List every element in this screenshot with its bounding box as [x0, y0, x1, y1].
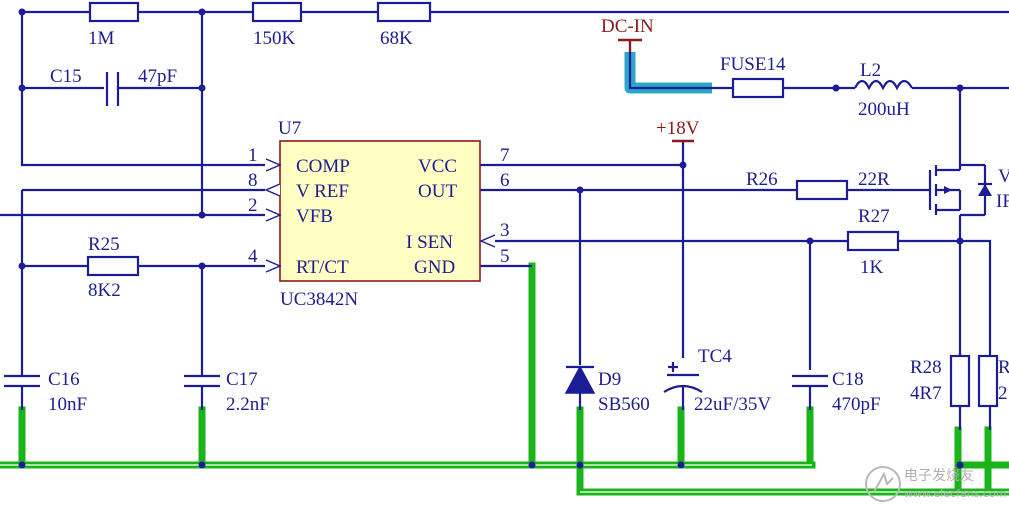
- mosfet-ref: V: [998, 166, 1009, 187]
- pin-comp-marker: [265, 158, 282, 172]
- pin-4-number: 4: [248, 246, 258, 267]
- ic-part: UC3842N: [280, 289, 358, 310]
- pin-isen-marker: [479, 234, 496, 248]
- pin-rtct-label: RT/CT: [296, 257, 349, 278]
- resistor-r26-ref: R26: [746, 169, 778, 190]
- resistor-r27: R27 1K: [846, 206, 900, 278]
- capacitor-c18-value: 470pF: [832, 394, 881, 415]
- pin-isen-label: I SEN: [406, 232, 453, 253]
- resistor-r25-value: 8K2: [88, 280, 121, 301]
- pin-comp-label: COMP: [296, 156, 350, 177]
- capacitor-c18-ref: C18: [832, 369, 864, 390]
- pin-vref-marker: [264, 183, 281, 197]
- power-port-dc-in-label: DC-IN: [601, 16, 654, 37]
- inductor-l2: L2 200uH: [854, 60, 913, 120]
- power-port-18v-label: +18V: [656, 118, 700, 139]
- diode-d9-value: SB560: [598, 394, 650, 415]
- resistor-r26-value: 22R: [858, 169, 890, 190]
- mosfet: V IF: [928, 163, 1009, 217]
- capacitor-c16-ref: C16: [48, 369, 80, 390]
- resistor-1m-value: 1M: [88, 28, 115, 49]
- ic-ref: U7: [278, 118, 301, 139]
- fuse-fuse14: FUSE14: [720, 54, 786, 99]
- pin-vfb-label: VFB: [296, 206, 333, 227]
- diode-d9: D9 SB560: [564, 365, 650, 415]
- capacitor-c15-ref: C15: [50, 66, 82, 87]
- capacitor-c17-value: 2.2nF: [226, 394, 270, 415]
- resistor-68k-value: 68K: [380, 28, 413, 49]
- watermark: 电子发烧友 www.elecfans.com: [865, 466, 1006, 502]
- watermark-logo-icon: [865, 466, 901, 502]
- resistor-r29: R 2: [977, 354, 1009, 408]
- capacitor-c15: C15 47pF: [50, 66, 177, 106]
- power-port-18v: +18V: [656, 118, 700, 143]
- watermark-brand: 电子发烧友: [904, 468, 974, 484]
- inductor-l2-ref: L2: [860, 60, 881, 81]
- pin-vref-label: V REF: [296, 181, 349, 202]
- power-port-dc-in: DC-IN: [601, 16, 654, 52]
- capacitor-c18: C18 470pF: [792, 369, 881, 415]
- pin-2-number: 2: [248, 195, 258, 216]
- capacitor-c15-value: 47pF: [138, 66, 177, 87]
- pin-8-number: 8: [248, 170, 258, 191]
- resistor-r28-value: 4R7: [910, 383, 942, 404]
- capacitor-c16: C16 10nF: [4, 369, 87, 415]
- pin-7-number: 7: [500, 145, 510, 166]
- pin-vfb-marker: [265, 208, 282, 222]
- inductor-l2-value: 200uH: [858, 99, 910, 120]
- resistor-1m: 1M: [88, 1, 140, 49]
- resistor-r28: R28 4R7: [910, 354, 971, 408]
- resistor-r29-ref: R: [998, 357, 1009, 378]
- capacitor-c17-ref: C17: [226, 369, 258, 390]
- pin-6-number: 6: [500, 170, 510, 191]
- resistor-r25: R25 8K2: [86, 234, 140, 301]
- ic-uc3842: U7 UC3842N COMP V REF VFB RT/CT VCC OUT …: [248, 118, 510, 310]
- resistor-150k-value: 150K: [253, 28, 296, 49]
- signal-wires: [0, 10, 1009, 430]
- capacitor-c16-value: 10nF: [48, 394, 87, 415]
- pin-gnd-label: GND: [414, 257, 455, 278]
- fuse-ref: FUSE14: [720, 54, 786, 75]
- pin-3-number: 3: [500, 220, 510, 241]
- pin-rtct-marker: [265, 259, 282, 273]
- resistor-r27-value: 1K: [860, 257, 884, 278]
- capacitor-tc4: TC4 22uF/35V: [663, 346, 771, 415]
- resistor-r25-ref: R25: [88, 234, 120, 255]
- capacitor-tc4-value: 22uF/35V: [694, 394, 771, 415]
- watermark-url: www.elecfans.com: [904, 487, 1006, 500]
- resistor-r28-ref: R28: [910, 357, 942, 378]
- diode-d9-ref: D9: [598, 369, 621, 390]
- pin-1-number: 1: [248, 145, 258, 166]
- ground-net: [0, 262, 1009, 496]
- mosfet-value: IF: [996, 191, 1009, 212]
- resistor-r29-value: 2: [998, 383, 1008, 404]
- dc-in-net: [624, 52, 712, 94]
- capacitor-c17: C17 2.2nF: [184, 369, 270, 415]
- pin-5-number: 5: [500, 246, 510, 267]
- pin-out-label: OUT: [418, 181, 457, 202]
- resistor-r27-ref: R27: [858, 206, 890, 227]
- resistor-r26: R26 22R: [746, 169, 890, 201]
- junction-dots: [18, 8, 964, 469]
- resistor-150k: 150K: [251, 1, 303, 49]
- pin-vcc-label: VCC: [418, 156, 457, 177]
- capacitor-tc4-ref: TC4: [698, 346, 732, 367]
- resistor-68k: 68K: [376, 1, 432, 49]
